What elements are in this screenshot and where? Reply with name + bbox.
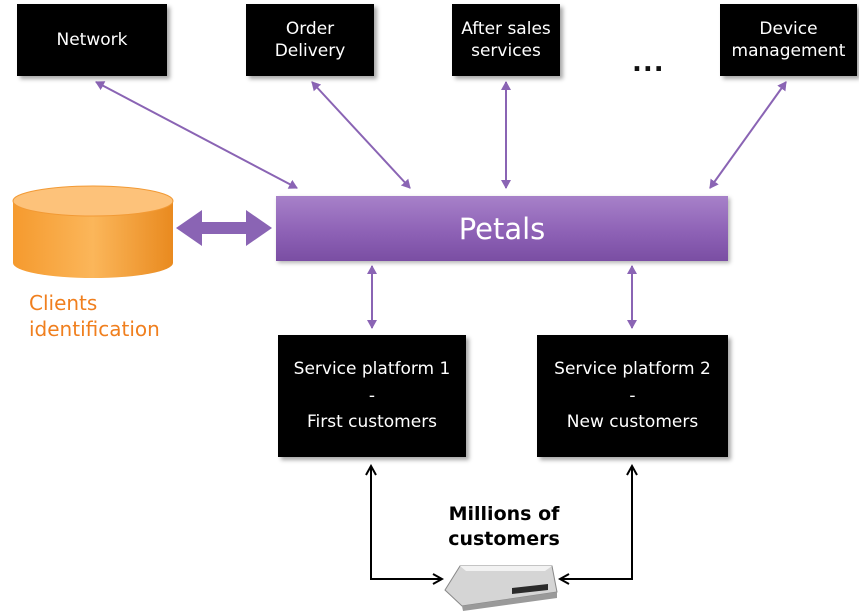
arrow-sp2-customers: [560, 466, 632, 579]
after-sales-label: After sales services: [461, 18, 551, 61]
service-platform-2-box: Service platform 2 - New customers: [537, 335, 728, 457]
after-sales-box: After sales services: [452, 4, 560, 76]
millions-of-customers-label: Millions of customers: [448, 503, 560, 550]
clients-identification-label: Clients identification: [29, 291, 160, 341]
set-top-box-icon: [444, 565, 558, 611]
service-platform-1-box: Service platform 1 - First customers: [278, 335, 466, 457]
database-cylinder-icon: [12, 185, 174, 278]
network-label: Network: [56, 29, 128, 50]
arrow-database-petals: [176, 210, 272, 246]
arrow-order-petals: [311, 81, 411, 189]
petals-hub: Petals: [276, 196, 728, 261]
petals-label: Petals: [458, 211, 546, 246]
device-management-box: Device management: [720, 4, 857, 76]
arrow-sp1-customers: [371, 466, 442, 579]
device-management-label: Device management: [731, 18, 846, 61]
arrow-device-petals: [709, 81, 787, 189]
order-delivery-box: Order Delivery: [246, 4, 374, 76]
more-systems-ellipsis: ...: [632, 48, 665, 78]
order-delivery-label: Order Delivery: [274, 18, 346, 61]
arrow-network-petals: [95, 81, 298, 189]
service-platform-2-label: Service platform 2 - New customers: [554, 359, 711, 433]
service-platform-1-label: Service platform 1 - First customers: [293, 359, 451, 433]
network-box: Network: [17, 4, 167, 76]
